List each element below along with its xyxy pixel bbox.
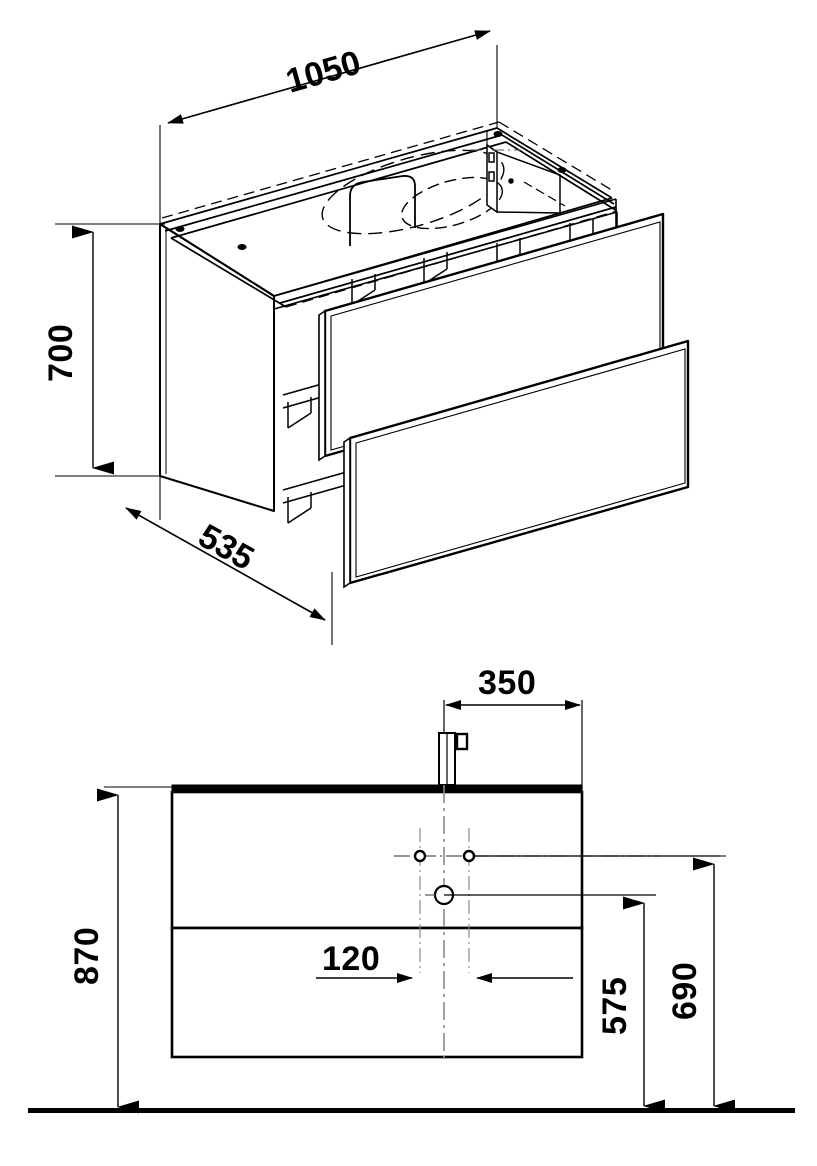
siphon-cutout-outline xyxy=(321,149,505,246)
cabinet-carcass xyxy=(159,223,275,512)
dimension-height-700: 700 xyxy=(42,225,114,475)
dimension-width-1050-label: 1050 xyxy=(282,43,365,100)
dimension-height-870-label: 870 xyxy=(68,927,106,985)
front-elevation-view: 350 xyxy=(28,664,795,1114)
dimension-height-575: 575 xyxy=(580,894,665,1113)
dimension-hole-120-label: 120 xyxy=(322,940,380,978)
cabinet-front-body xyxy=(170,790,584,1059)
dimension-height-870: 870 xyxy=(68,786,182,1114)
floor-line xyxy=(28,1108,795,1113)
dimension-height-690-label: 690 xyxy=(666,962,704,1020)
faucet-symbol xyxy=(438,732,469,786)
dimension-depth-535-label: 535 xyxy=(192,517,260,578)
dimension-height-700-label: 700 xyxy=(42,324,80,382)
lower-drawer-panel[interactable] xyxy=(170,926,584,1059)
lower-drawer-front[interactable] xyxy=(343,339,690,589)
upper-drawer-panel[interactable] xyxy=(170,790,584,930)
rail-fixing-dots xyxy=(175,131,567,250)
dimension-faucet-350-label: 350 xyxy=(478,664,536,702)
dimension-faucet-350: 350 xyxy=(443,664,583,790)
dimension-hole-120: 120 xyxy=(316,940,573,983)
dimension-width-1050: 1050 xyxy=(167,30,491,124)
dimension-depth-535: 535 xyxy=(125,507,326,621)
dimension-height-690: 690 xyxy=(580,855,735,1113)
isometric-view: 1050 700 535 xyxy=(42,30,690,645)
dimension-height-575-label: 575 xyxy=(596,977,634,1035)
